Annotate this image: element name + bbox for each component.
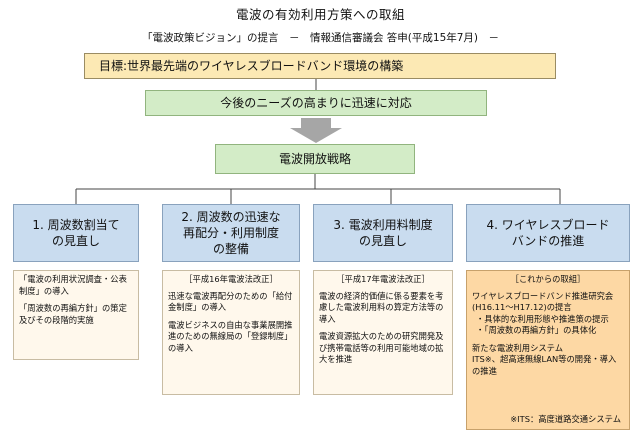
- response-box: 今後のニーズの高まりに迅速に対応: [145, 90, 487, 116]
- detail-3-header: ［平成17年電波法改正］: [336, 274, 430, 284]
- detail-3-item: 電波資源拡大のための研究開発及び携帯電話等の利用可能地域の拡大を推進: [319, 331, 444, 364]
- goal-box: 目標:世界最先端のワイヤレスブロードバンド環境の構築: [84, 53, 556, 79]
- pillar-2-line1: 2. 周波数の迅速な: [181, 210, 281, 224]
- detail-2: ［平成16年電波法改正］ 迅速な電波再配分のための「給付金制度」の導入 電波ビジ…: [162, 270, 300, 395]
- page-subtitle: 「電波政策ビジョン」の提言 － 情報通信審議会 答申(平成15年7月) －: [141, 32, 500, 44]
- page-title: 電波の有効利用方策への取組: [235, 7, 405, 22]
- pillar-3-line2: の見直し: [358, 234, 407, 248]
- pillar-2-line2: 再配分・利用制度: [182, 226, 279, 240]
- strategy-box: 電波開放戦略: [215, 144, 415, 174]
- pillar-1-line1: 1. 周波数割当て: [32, 218, 120, 232]
- pillar-1-line2: の見直し: [51, 234, 100, 248]
- pillar-2: 2. 周波数の迅速な 再配分・利用制度 の整備: [162, 204, 300, 262]
- detail-1-item: 「電波の利用状況調査・公表制度」の導入: [19, 274, 127, 296]
- detail-4-item2-line2: ITS※、超高速無線LAN等の開発・導入の推進: [472, 354, 617, 376]
- pillar-4-line2: バンドの推進: [511, 234, 585, 248]
- detail-4-header: ［これからの取組］: [510, 274, 586, 284]
- detail-4-item1: ワイヤレスブロードバンド推進研究会(H16.11～H17.12)の提言: [472, 290, 614, 313]
- pillar-3-line1: 3. 電波利用料制度: [333, 218, 433, 232]
- pillar-4-line1: 4. ワイヤレスブロード: [486, 218, 610, 232]
- detail-2-header: ［平成16年電波法改正］: [184, 274, 278, 284]
- down-arrow-icon: [290, 118, 342, 143]
- detail-4-sub1: ・具体的な利用形態や推進策の提示: [476, 313, 609, 324]
- detail-4-item2-line1: 新たな電波利用システム: [472, 342, 564, 353]
- its-note: ※ITS：高度道路交通システム: [510, 413, 621, 424]
- pillar-1: 1. 周波数割当て の見直し: [13, 204, 139, 262]
- detail-4: ［これからの取組］ ワイヤレスブロードバンド推進研究会(H16.11～H17.1…: [466, 270, 630, 430]
- detail-1: 「電波の利用状況調査・公表制度」の導入 「周波数の再編方針」の策定及びその段階的…: [13, 270, 139, 360]
- detail-2-item: 電波ビジネスの自由な事業展開推進のための無線局の「登録制度」の導入: [168, 319, 293, 353]
- detail-3: ［平成17年電波法改正］ 電波の経済的価値に係る要素を考慮した電波利用料の算定方…: [313, 270, 453, 395]
- detail-3-item: 電波の経済的価値に係る要素を考慮した電波利用料の算定方法等の導入: [319, 290, 444, 324]
- detail-1-item: 「周波数の再編方針」の策定及びその段階的実施: [19, 303, 127, 325]
- pillar-4: 4. ワイヤレスブロード バンドの推進: [466, 204, 630, 262]
- detail-4-sub2: ・「周波数の再編方針」の具体化: [476, 325, 597, 335]
- pillar-3: 3. 電波利用料制度 の見直し: [313, 204, 453, 262]
- pillar-2-line3: の整備: [212, 242, 249, 256]
- detail-2-item: 迅速な電波再配分のための「給付金制度」の導入: [168, 290, 293, 313]
